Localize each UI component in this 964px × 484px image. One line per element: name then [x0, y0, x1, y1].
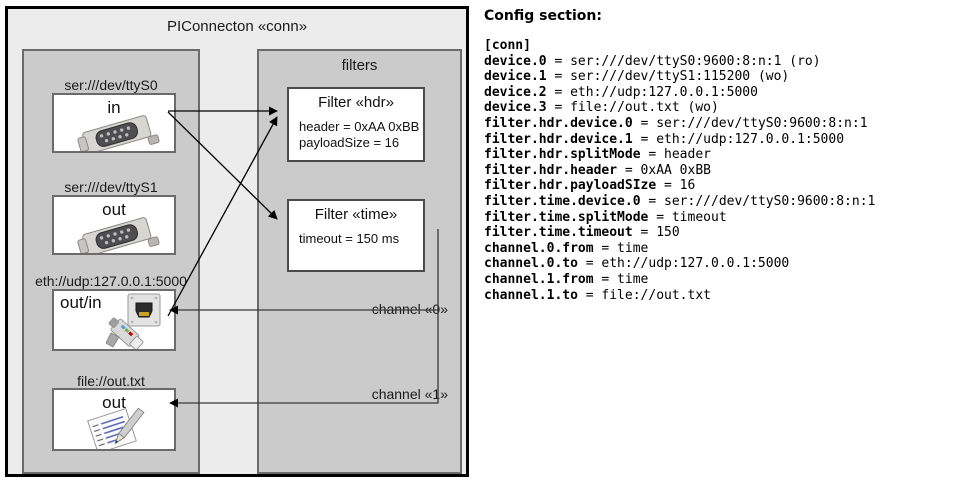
uml-diagram-frame: PIConnecton «conn» ser:///dev/ttyS0 in — [5, 6, 469, 477]
channel-label-0: channel «0» — [371, 301, 448, 317]
config-line: filter.time.splitMode = timeout — [484, 209, 727, 225]
device-label-eth: eth://udp:127.0.0.1:5000 — [35, 273, 187, 289]
filter-hdr-title: Filter «hdr» — [318, 94, 394, 111]
config-panel: Config section: [conn]device.0 = ser:///… — [480, 0, 964, 484]
config-line: filter.hdr.device.0 = ser:///dev/ttyS0:9… — [484, 115, 868, 131]
device-node-ttyS1[interactable]: out — [52, 195, 176, 255]
config-heading: Config section: — [484, 8, 602, 24]
serial-connector-icon — [77, 115, 160, 151]
device-port-ttyS1: out — [102, 200, 126, 219]
config-line: filter.hdr.header = 0xAA 0xBB — [484, 162, 711, 178]
device-port-file: out — [102, 393, 126, 412]
config-line: [conn] — [484, 38, 531, 53]
device-label-file: file://out.txt — [77, 373, 145, 389]
devices-group: ser:///dev/ttyS0 in ser: — [22, 49, 200, 474]
device-port-ttyS0: in — [107, 98, 121, 117]
config-text-block: [conn]device.0 = ser:///dev/ttyS0:9600:8… — [484, 38, 875, 303]
filter-hdr-props: header = 0xAA 0xBB payloadSize = 16 — [299, 119, 419, 151]
config-line: device.0 = ser:///dev/ttyS0:9600:8:n:1 (… — [484, 53, 821, 69]
device-node-ttyS0[interactable]: in — [52, 93, 176, 153]
config-line: filter.time.device.0 = ser:///dev/ttyS0:… — [484, 193, 876, 209]
config-line: device.1 = ser:///dev/ttyS1:115200 (wo) — [484, 69, 790, 85]
filter-time-prop-timeout: timeout = 150 ms — [299, 231, 400, 246]
config-line: filter.hdr.payloadSIze = 16 — [484, 178, 696, 194]
config-line: device.2 = eth://udp:127.0.0.1:5000 — [484, 84, 758, 100]
filter-time-title: Filter «time» — [314, 206, 398, 223]
config-line: channel.1.to = file://out.txt — [484, 287, 711, 303]
filter-time-props: timeout = 150 ms — [299, 231, 399, 247]
serial-connector-icon — [77, 217, 160, 253]
config-line: filter.hdr.device.1 = eth://udp:127.0.0.… — [484, 131, 845, 147]
filters-group-title: filters — [341, 57, 378, 74]
config-line: channel.1.from = time — [484, 271, 649, 287]
channel-label-1: channel «1» — [371, 386, 448, 402]
filter-node-time[interactable]: Filter «time» timeout = 150 ms — [287, 199, 425, 272]
device-node-eth[interactable]: out/in — [52, 289, 176, 351]
config-line: filter.hdr.splitMode = header — [484, 147, 711, 163]
filters-group: filters Filter «hdr» header = 0xAA 0xBB … — [257, 49, 462, 474]
ethernet-jack-icon — [106, 293, 161, 349]
device-label-ttyS0: ser:///dev/ttyS0 — [64, 77, 158, 93]
config-line: channel.0.from = time — [484, 240, 649, 256]
filter-hdr-prop-payload: payloadSize = 16 — [299, 135, 400, 150]
config-line: device.3 = file://out.txt (wo) — [484, 100, 719, 116]
page-title: PIConnecton «conn» — [166, 18, 308, 35]
device-node-file[interactable]: out — [52, 388, 176, 451]
device-port-eth: out/in — [60, 293, 102, 312]
config-line: filter.time.timeout = 150 — [484, 225, 680, 241]
document-pencil-icon — [87, 408, 145, 449]
filter-hdr-prop-header: header = 0xAA 0xBB — [299, 119, 420, 134]
config-line: channel.0.to = eth://udp:127.0.0.1:5000 — [484, 256, 790, 272]
filter-node-hdr[interactable]: Filter «hdr» header = 0xAA 0xBB payloadS… — [287, 87, 425, 162]
device-label-ttyS1: ser:///dev/ttyS1 — [64, 179, 158, 195]
